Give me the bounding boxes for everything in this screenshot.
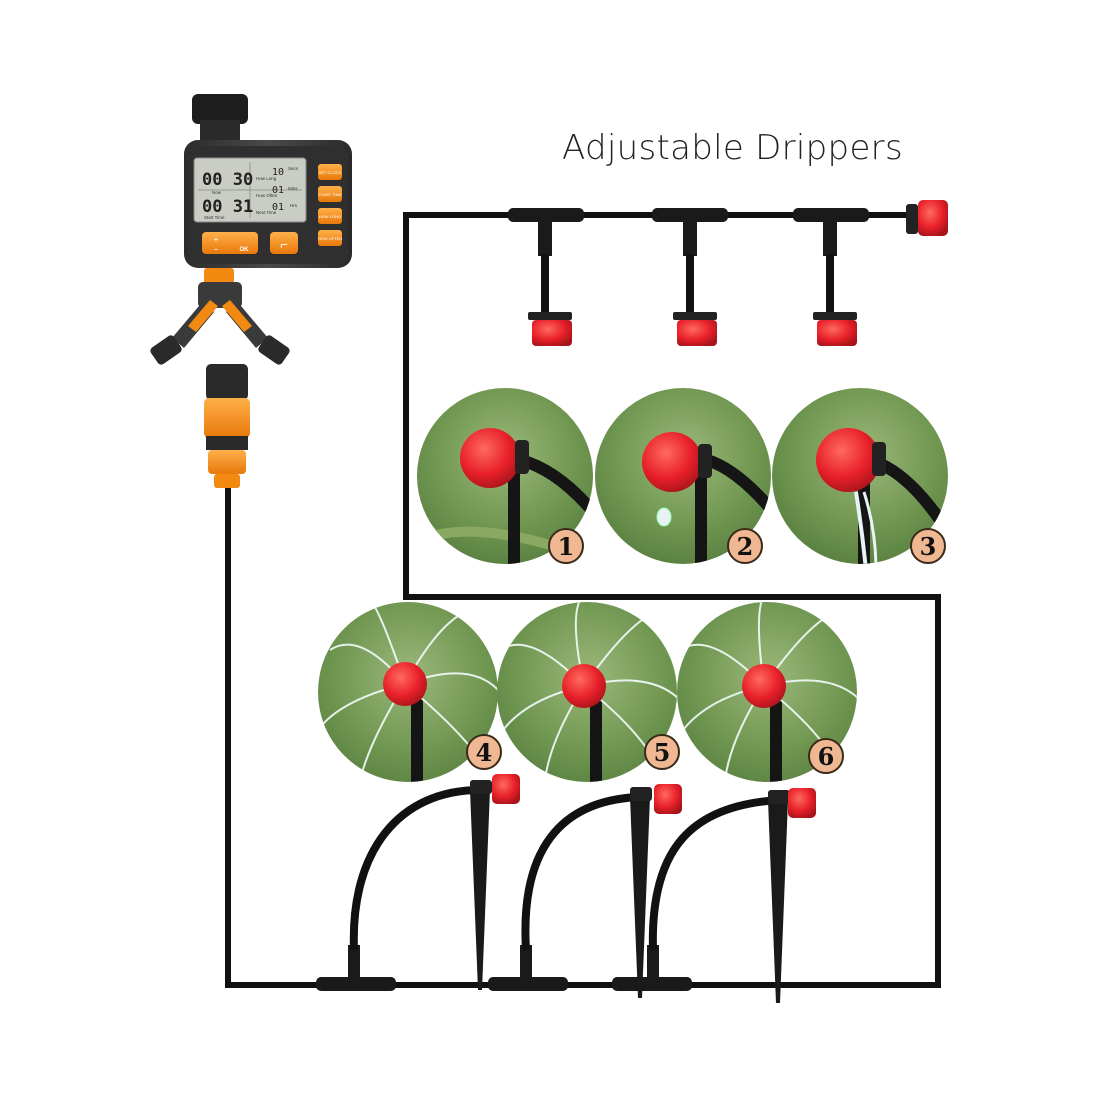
dripper: [813, 312, 857, 346]
svg-text:3: 3: [920, 532, 937, 561]
y-splitter: [150, 268, 290, 365]
lcd-next-time-unit: Hrs: [290, 203, 298, 208]
setting-badges: 1 2 3 4 5 6: [466, 528, 946, 774]
how-often-button[interactable]: [318, 230, 342, 246]
feed-tube: [225, 212, 941, 988]
tee-connector: [652, 208, 728, 256]
badge-3: 3: [910, 528, 946, 564]
ok-label: OK: [240, 247, 250, 253]
minus-label: −: [214, 245, 219, 254]
water-timer: 00 30 Now 00 31 Start Time 10 Secs How L…: [150, 94, 352, 488]
badge-5: 5: [644, 734, 680, 770]
stake-drippers: [316, 774, 816, 1003]
water-drop: [656, 507, 672, 527]
stake: [768, 788, 816, 1003]
tee-connector: [508, 208, 584, 256]
top-dripper-line: [508, 200, 948, 346]
end-dripper: [906, 200, 948, 236]
how-long-button[interactable]: [318, 208, 342, 224]
tee-connector: [612, 977, 692, 991]
lcd-time-start: 00 31: [202, 197, 253, 217]
lcd-how-often-value: 01: [272, 185, 284, 196]
svg-text:6: 6: [818, 742, 835, 771]
lcd-next-time-value: 01: [272, 202, 284, 213]
plus-minus-ok-pad[interactable]: [202, 232, 258, 254]
tee-connector: [316, 977, 396, 991]
lcd-time-now: 00 30: [202, 170, 253, 190]
dripper: [528, 312, 572, 346]
stake: [630, 784, 682, 998]
lcd-start-time-label: Start Time: [204, 215, 225, 220]
inlet-nut: [192, 94, 248, 124]
set-clock-label: SET CLOCK: [319, 170, 342, 175]
how-long-label: HOW LONG: [319, 214, 341, 219]
start-time-label: START TIME: [318, 192, 342, 197]
hose-connector: [204, 364, 250, 488]
badge-4: 4: [466, 734, 502, 770]
svg-text:1: 1: [558, 532, 575, 561]
badge-1: 1: [548, 528, 584, 564]
badge-6: 6: [808, 738, 844, 774]
lcd-how-long-unit: Secs: [288, 166, 299, 171]
svg-text:4: 4: [476, 738, 493, 767]
lcd-how-long-value: 10: [272, 167, 284, 178]
start-time-button[interactable]: [318, 186, 342, 202]
tee-connector: [488, 977, 568, 991]
badge-2: 2: [727, 528, 763, 564]
diagram-title: Adjustable Drippers: [562, 128, 903, 168]
dripper-photo-6: [677, 602, 857, 782]
stake: [470, 774, 520, 990]
how-often-label: HOW OFTEN: [318, 236, 343, 241]
main-tubing: [225, 212, 941, 988]
lcd-now-label: Now: [212, 190, 222, 195]
tee-connector: [793, 208, 869, 256]
svg-text:5: 5: [654, 738, 671, 767]
lcd-how-often-unit: Mins: [288, 186, 298, 191]
manual-water-button[interactable]: [270, 232, 298, 254]
lcd-how-long-label: How Long: [256, 176, 277, 181]
side-buttons: SET CLOCK START TIME HOW LONG HOW OFTEN: [318, 164, 343, 246]
svg-text:2: 2: [737, 532, 754, 561]
lcd-how-often-label: How Often: [256, 193, 278, 198]
set-clock-button[interactable]: [318, 164, 342, 180]
dripper: [673, 312, 717, 346]
dripper-photo-1: [417, 388, 593, 564]
tap-icon: ⌐: [280, 237, 288, 252]
lcd-next-time-label: Next Time: [256, 210, 277, 215]
plus-label: +: [214, 235, 219, 244]
